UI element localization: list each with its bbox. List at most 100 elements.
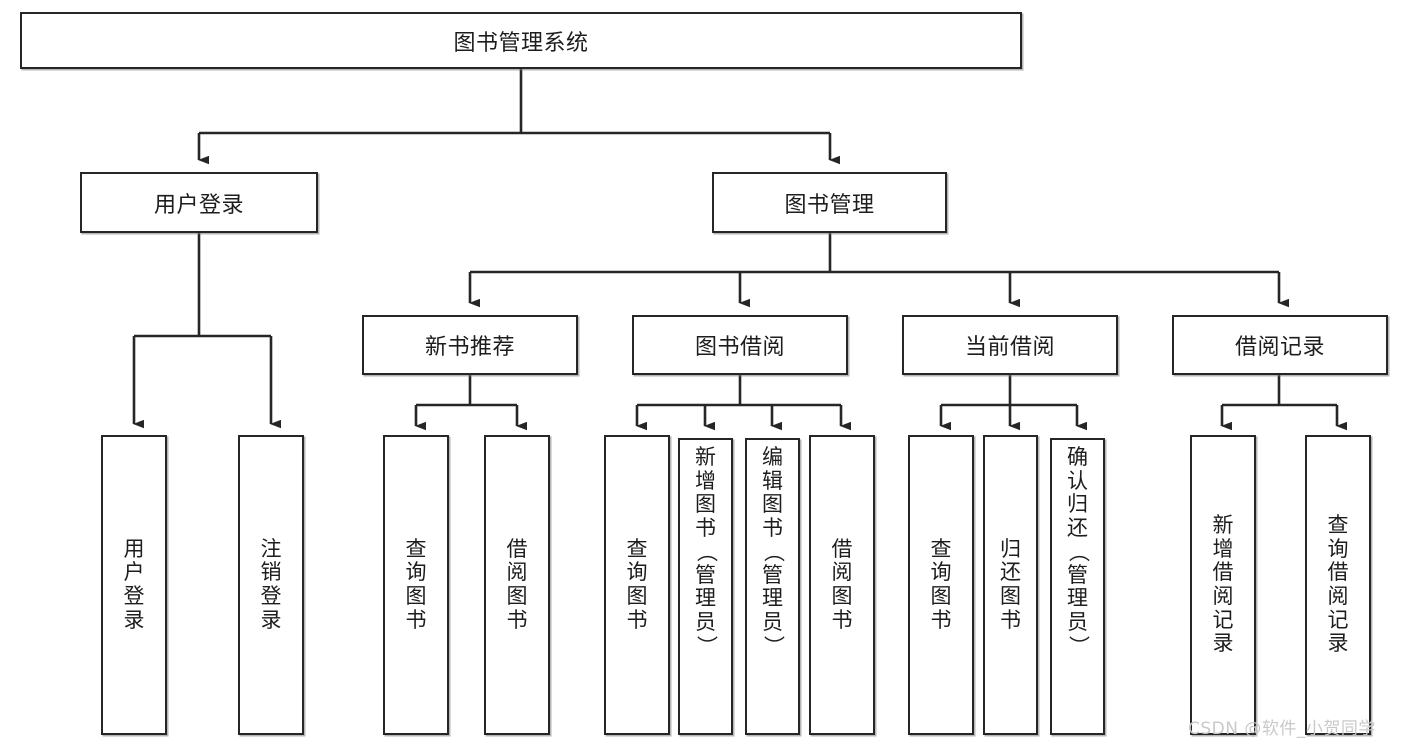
leaf-node-logout-login[interactable]: 注销登录 — [238, 435, 304, 735]
node-current-borrow[interactable]: 当前借阅 — [902, 315, 1118, 375]
leaf-label-char: 登 — [260, 584, 282, 608]
leaf-label-char: 图 — [831, 584, 853, 608]
leaf-label-char: 图 — [506, 584, 528, 608]
leaf-label-char: 阅 — [506, 560, 528, 585]
leaf-label-char: 书 — [930, 607, 952, 632]
leaf-node-user-login[interactable]: 用户登录 — [101, 435, 167, 735]
leaf-label-char: 询 — [626, 560, 648, 585]
leaf-label-char: 借 — [506, 536, 528, 561]
leaf-label-char: （ — [694, 541, 719, 563]
leaf-label-char: 借 — [831, 536, 853, 561]
leaf-label-char: 书 — [506, 607, 528, 632]
leaf-label-char: 管 — [1067, 562, 1088, 587]
leaf-label-char: 用 — [123, 536, 145, 561]
node-label: 图书管理系统 — [453, 30, 589, 56]
leaf-node-confirm-return-admin[interactable]: 确认归还（管理员） — [1050, 438, 1105, 735]
leaf-label-char: 书 — [1000, 607, 1021, 632]
leaf-label-char: 员 — [762, 609, 783, 634]
leaf-label-vertical: 新增图书（管理员） — [680, 445, 731, 658]
leaf-label-char: 归 — [1000, 536, 1021, 561]
leaf-node-add-borrow-record[interactable]: 新增借阅记录 — [1190, 435, 1256, 735]
leaf-label-char: 录 — [123, 607, 145, 632]
leaf-label-char: 员 — [695, 609, 716, 634]
leaf-node-borrow-book-recommend[interactable]: 借阅图书 — [484, 435, 550, 735]
leaf-label-char: 理 — [695, 586, 716, 611]
leaf-label-vertical: 借阅图书 — [486, 437, 548, 733]
leaf-label-char: 辑 — [762, 468, 783, 493]
leaf-node-borrow-book-borrow[interactable]: 借阅图书 — [809, 435, 875, 735]
leaf-label-vertical: 查询图书 — [385, 437, 447, 733]
leaf-label-char: 图 — [695, 492, 716, 517]
leaf-node-query-book-borrow[interactable]: 查询图书 — [604, 435, 670, 735]
leaf-label-char: 新 — [695, 445, 716, 469]
leaf-label-char: 新 — [1212, 513, 1234, 538]
leaf-label-char: 销 — [260, 560, 282, 585]
leaf-label-char: 书 — [405, 607, 427, 632]
leaf-label-vertical: 查询借阅记录 — [1307, 437, 1369, 733]
leaf-label-char: 归 — [1067, 492, 1088, 517]
leaf-label-char: 确 — [1067, 445, 1088, 469]
leaf-label-char: 阅 — [1212, 584, 1234, 608]
leaf-label-vertical: 用户登录 — [103, 437, 165, 733]
leaf-label-char: 管 — [695, 562, 716, 587]
node-book-management[interactable]: 图书管理 — [712, 172, 947, 233]
leaf-label-vertical: 查询图书 — [910, 437, 972, 733]
node-label: 当前借阅 — [964, 335, 1055, 360]
leaf-label-char: 查 — [930, 536, 952, 561]
leaf-label-vertical: 归还图书 — [985, 437, 1036, 733]
leaf-label-char: 录 — [260, 607, 282, 632]
leaf-label-char: 录 — [1212, 631, 1234, 656]
leaf-label-vertical: 注销登录 — [240, 437, 302, 733]
leaf-label-vertical: 借阅图书 — [811, 437, 873, 733]
leaf-label-char: 借 — [1212, 560, 1234, 585]
leaf-label-char: 员 — [1067, 609, 1088, 634]
leaf-label-char: 还 — [1000, 560, 1021, 585]
csdn-watermark: CSDN @软件_小贺同学 — [1188, 719, 1376, 739]
leaf-label-vertical: 编辑图书（管理员） — [747, 445, 798, 658]
leaf-label-char: 理 — [1067, 586, 1088, 611]
node-label: 新书推荐 — [424, 335, 515, 360]
leaf-label-char: ） — [694, 635, 719, 657]
leaf-node-return-book[interactable]: 归还图书 — [983, 435, 1038, 735]
leaf-label-char: 理 — [762, 586, 783, 611]
leaf-label-char: 阅 — [1327, 584, 1349, 608]
leaf-label-vertical: 新增借阅记录 — [1192, 437, 1254, 733]
leaf-label-char: （ — [761, 541, 786, 563]
node-user-login[interactable]: 用户登录 — [80, 172, 318, 233]
leaf-label-char: 管 — [762, 562, 783, 587]
leaf-label-char: 图 — [930, 584, 952, 608]
leaf-label-char: 注 — [260, 536, 282, 561]
leaf-label-char: 图 — [762, 492, 783, 517]
leaf-label-char: 书 — [762, 515, 783, 540]
leaf-node-add-book-admin[interactable]: 新增图书（管理员） — [678, 438, 733, 735]
leaf-label-char: 书 — [695, 515, 716, 540]
leaf-label-char: 增 — [1212, 536, 1234, 561]
leaf-label-char: 询 — [930, 560, 952, 585]
leaf-label-char: 记 — [1212, 607, 1234, 632]
leaf-label-char: 借 — [1327, 560, 1349, 585]
leaf-label-vertical: 查询图书 — [606, 437, 668, 733]
leaf-label-char: 认 — [1067, 468, 1088, 493]
leaf-node-edit-book-admin[interactable]: 编辑图书（管理员） — [745, 438, 800, 735]
node-new-book-recommend[interactable]: 新书推荐 — [362, 315, 578, 375]
leaf-label-char: 图 — [1000, 584, 1021, 608]
leaf-label-char: 查 — [626, 536, 648, 561]
leaf-label-char: 书 — [831, 607, 853, 632]
node-label: 图书借阅 — [694, 335, 785, 360]
node-book-borrow[interactable]: 图书借阅 — [632, 315, 848, 375]
leaf-label-char: 询 — [1327, 536, 1349, 561]
leaf-label-char: 还 — [1067, 515, 1088, 540]
leaf-label-char: 记 — [1327, 607, 1349, 632]
leaf-label-char: 询 — [405, 560, 427, 585]
leaf-label-vertical: 确认归还（管理员） — [1052, 445, 1103, 658]
leaf-node-query-book-recommend[interactable]: 查询图书 — [383, 435, 449, 735]
node-label: 用户登录 — [153, 192, 244, 218]
leaf-label-char: 阅 — [831, 560, 853, 585]
leaf-label-char: 录 — [1327, 631, 1349, 656]
node-root-book-management-system[interactable]: 图书管理系统 — [20, 12, 1022, 69]
node-borrow-record[interactable]: 借阅记录 — [1172, 315, 1388, 375]
leaf-node-query-borrow-record[interactable]: 查询借阅记录 — [1305, 435, 1371, 735]
leaf-label-char: （ — [1066, 541, 1091, 563]
leaf-node-query-book-current[interactable]: 查询图书 — [908, 435, 974, 735]
